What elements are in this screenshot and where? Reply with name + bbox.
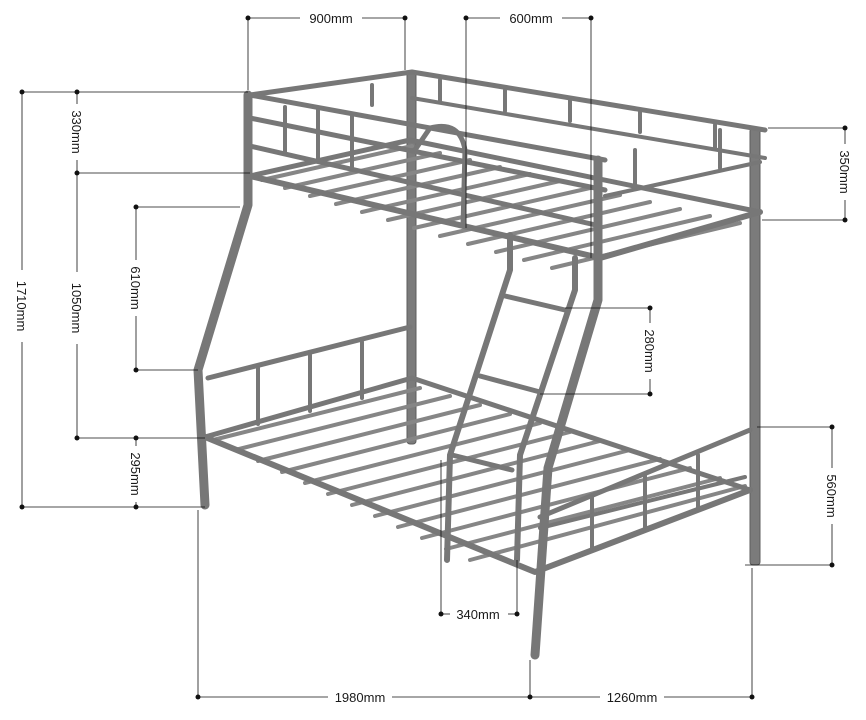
dim-length-label: 1980mm — [335, 690, 386, 705]
dim-ladder-step-label: 280mm — [642, 329, 657, 372]
dim-ladder-offset: 600mm — [463, 9, 594, 258]
dim-lower-rail-label: 560mm — [824, 474, 839, 517]
dim-lower-deck-label: 295mm — [128, 452, 143, 495]
ladder — [444, 232, 578, 563]
dim-top-width-label: 900mm — [309, 11, 352, 26]
dim-top-width: 900mm — [245, 9, 408, 90]
dimension-annotations: 900mm 600mm 1710mm — [13, 9, 854, 706]
dim-upper-rail-right-label: 350mm — [837, 150, 852, 193]
back-right-post — [749, 127, 761, 566]
dim-upper-deck-label: 1050mm — [69, 283, 84, 334]
dim-ladder-step: 280mm — [540, 305, 659, 397]
dim-ladder-offset-label: 600mm — [509, 11, 552, 26]
dim-deck-gap: 610mm — [127, 204, 240, 373]
front-posts — [193, 90, 603, 660]
dim-ladder-width-label: 340mm — [456, 607, 499, 622]
dim-deck-gap-label: 610mm — [128, 266, 143, 309]
dim-upper-rail-right: 350mm — [762, 125, 854, 223]
dim-lower-deck: 295mm — [127, 435, 145, 510]
dim-total-height-label: 1710mm — [14, 281, 29, 332]
dim-total-height: 1710mm — [13, 89, 248, 510]
upper-deck-frame — [247, 69, 768, 261]
bed-frame — [193, 69, 768, 660]
dim-upper-rail-label: 330mm — [69, 110, 84, 153]
dim-lower-rail: 560mm — [745, 424, 841, 568]
dim-ladder-width: 340mm — [438, 460, 520, 622]
dim-bottom: 1980mm 1260mm — [195, 510, 755, 706]
dim-bottom-width-label: 1260mm — [607, 690, 658, 705]
dim-upper-deck: 1050mm — [68, 173, 205, 441]
lower-deck-frame — [202, 324, 753, 575]
dim-upper-rail: 330mm — [68, 89, 250, 176]
